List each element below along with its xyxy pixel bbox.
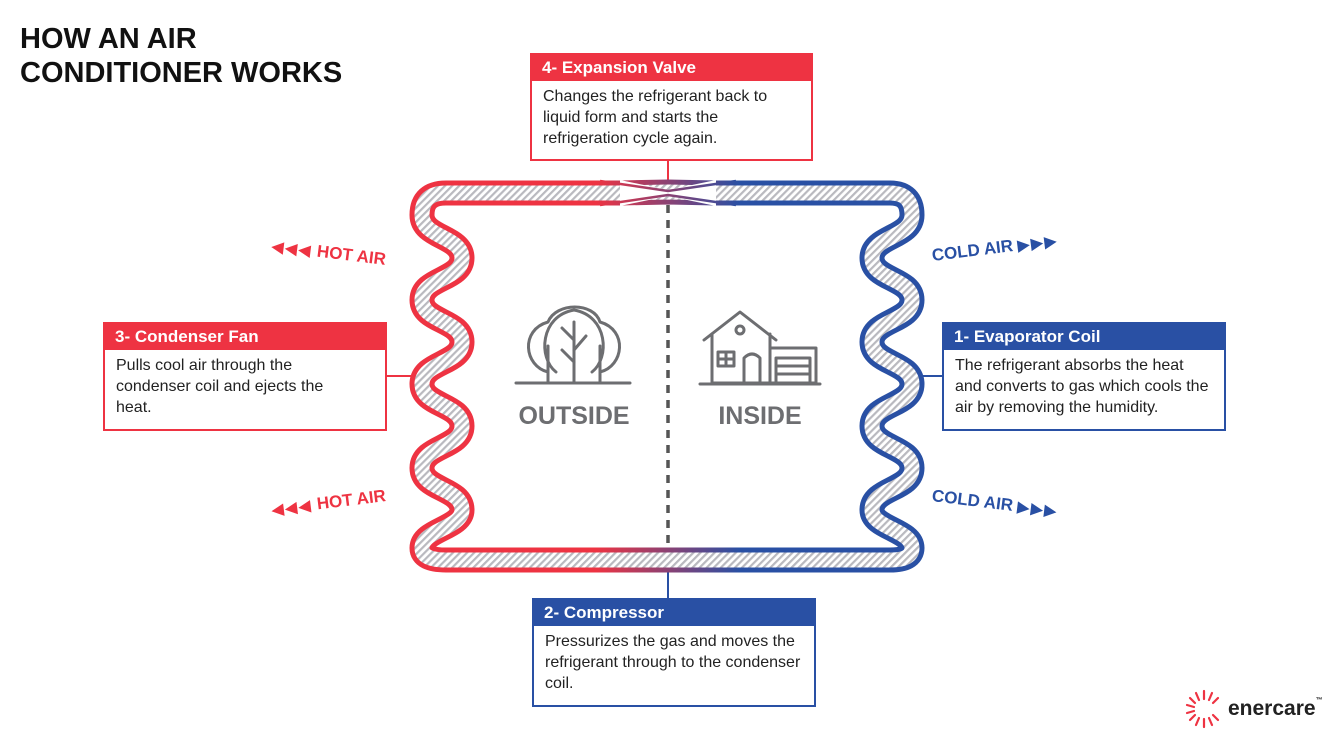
compressor-text: Pressurizes the gas and moves the refrig… [545,633,801,692]
compressor-heading: 2- Compressor [534,600,814,626]
condenser-fan-card: 3- Condenser Fan Pulls cool air through … [103,322,387,431]
evaporator-coil-heading: 1- Evaporator Coil [944,324,1224,350]
trademark-symbol: ™ [1315,697,1323,704]
expansion-valve-card: 4- Expansion Valve Changes the refrigera… [530,53,813,161]
outside-label: OUTSIDE [518,402,630,430]
trees-icon [514,305,632,385]
compressor-card: 2- Compressor Pressurizes the gas and mo… [532,598,816,707]
enercare-wordmark: enercare™ [1228,697,1323,721]
enercare-name: enercare [1228,697,1316,720]
left-arrows-icon: ◀◀◀ [271,497,314,519]
evaporator-coil-text: The refrigerant absorbs the heat and con… [955,357,1209,416]
evaporator-coil-card: 1- Evaporator Coil The refrigerant absor… [942,322,1226,431]
right-arrows-icon: ▶▶▶ [1016,498,1059,521]
left-arrows-icon: ◀◀◀ [270,238,314,260]
right-arrows-icon: ▶▶▶ [1016,232,1060,255]
title-line-1: HOW AN AIR [20,23,197,55]
condenser-fan-text: Pulls cool air through the condenser coi… [116,357,324,416]
expansion-valve-text: Changes the refrigerant back to liquid f… [543,88,768,147]
house-icon [698,310,822,386]
title-line-2: CONDITIONER WORKS [20,57,343,89]
inside-label: INSIDE [718,402,802,430]
refrigerant-tube [409,179,925,573]
condenser-fan-heading: 3- Condenser Fan [105,324,385,350]
enercare-logo: enercare™ [1184,687,1323,731]
page-title: HOW AN AIR CONDITIONER WORKS [20,22,440,90]
expansion-valve-heading: 4- Expansion Valve [532,55,811,81]
enercare-logo-icon [1185,689,1220,729]
